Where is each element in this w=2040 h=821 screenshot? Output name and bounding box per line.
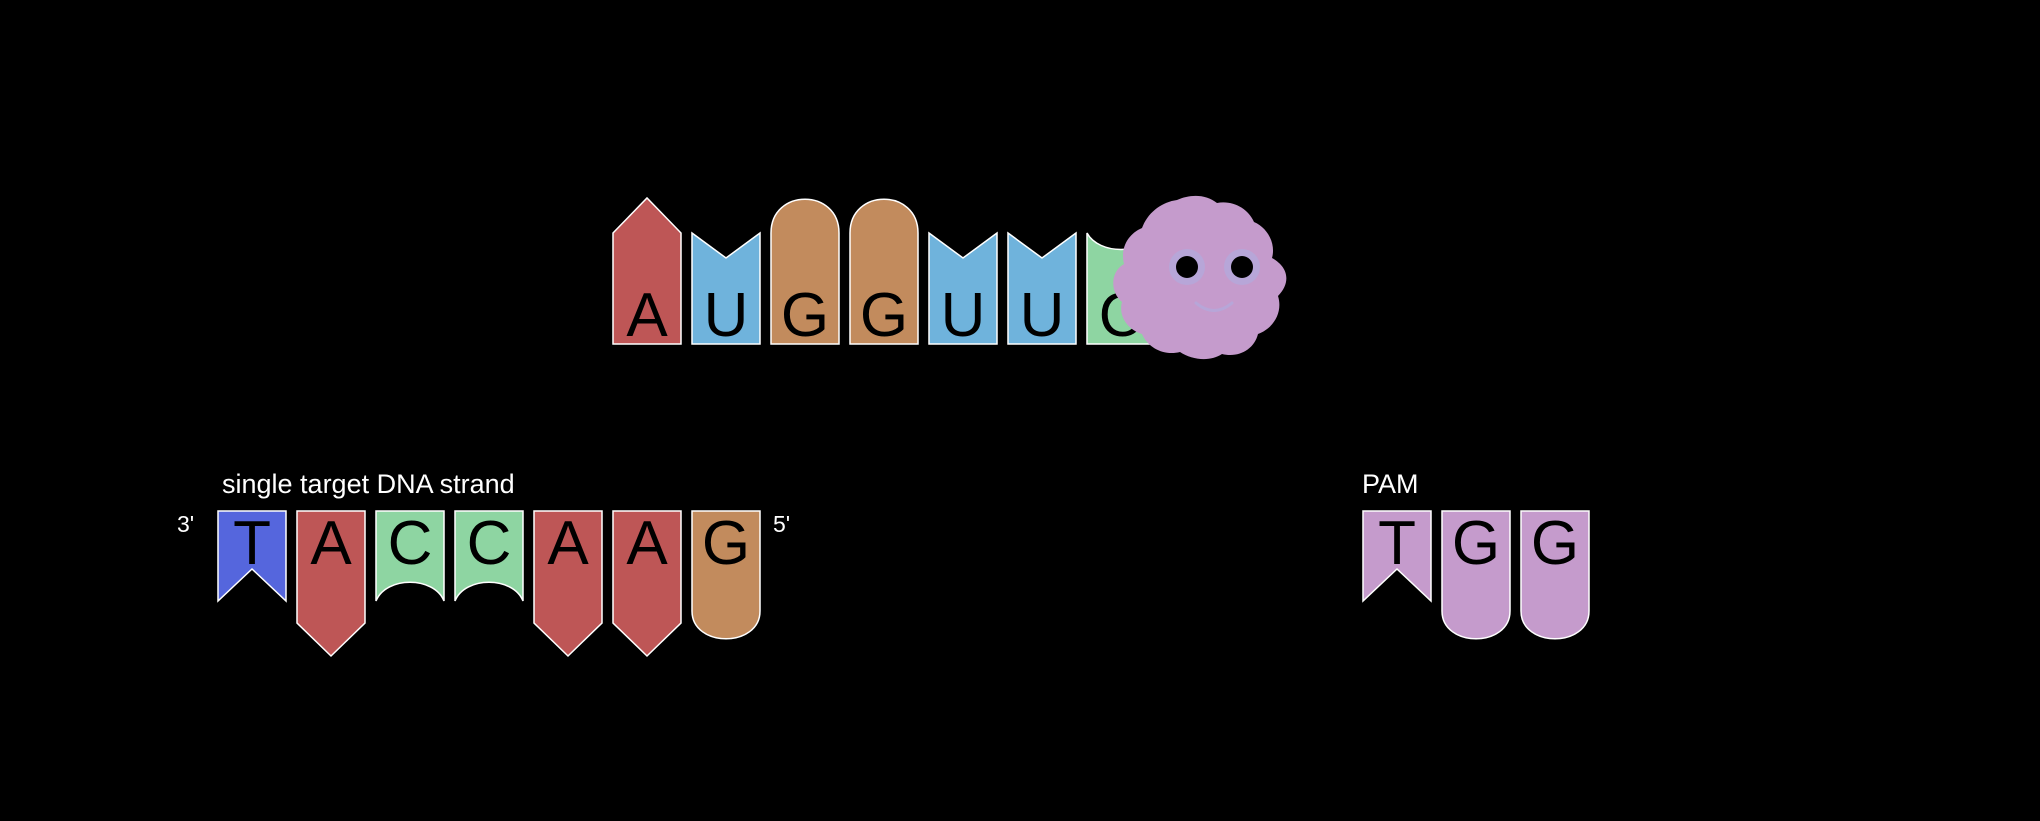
rna-tile-g	[770, 198, 840, 345]
pam-base-1: T	[1362, 509, 1432, 603]
dna-tile-c	[454, 510, 524, 602]
pam-base-2: G	[1441, 509, 1511, 640]
dna-letter: G	[702, 509, 750, 578]
pam-letter: T	[1378, 509, 1416, 578]
dna-base-7: G	[691, 509, 761, 640]
dna-tile-a	[533, 510, 603, 658]
dna-base-6: A	[612, 509, 682, 658]
dna-letter: A	[626, 509, 668, 578]
rna-letter: G	[781, 281, 829, 350]
pam-base-3: G	[1520, 509, 1590, 640]
cas9-left-eye-icon	[1176, 256, 1198, 278]
rna-base-4: G	[849, 198, 919, 350]
rna-base-5: U	[928, 231, 998, 350]
dna-tile-a	[612, 510, 682, 658]
dna-letter: A	[310, 509, 352, 578]
pam-label: PAM	[1362, 469, 1419, 499]
dna-letter: A	[547, 509, 589, 578]
rna-tile-u	[691, 231, 761, 345]
rna-letter: U	[704, 281, 749, 350]
pam-letter: G	[1452, 509, 1500, 578]
dna-tile-t	[217, 510, 287, 603]
rna-base-1: A	[612, 196, 682, 350]
rna-tile-u	[928, 231, 998, 345]
rna-base-2: U	[691, 231, 761, 350]
rna-letter: U	[1020, 281, 1065, 350]
rna-base-6: U	[1007, 231, 1077, 350]
dna-base-5: A	[533, 509, 603, 658]
dna-letter: C	[388, 509, 433, 578]
pam-tile-t	[1362, 510, 1432, 603]
dna-base-3: C	[375, 509, 445, 602]
rna-letter: G	[860, 281, 908, 350]
dna-letter: C	[467, 509, 512, 578]
rna-tile-a	[612, 196, 682, 345]
dna-tile-a	[296, 510, 366, 658]
target-dna-label: single target DNA strand	[222, 469, 515, 499]
dna-base-2: A	[296, 509, 366, 658]
dna-base-1: T	[217, 509, 287, 603]
dna-tile-c	[375, 510, 445, 602]
cas9-right-eye-icon	[1231, 256, 1253, 278]
rna-letter: U	[941, 281, 986, 350]
dna-base-4: C	[454, 509, 524, 602]
cas9-protein-icon	[1113, 195, 1287, 360]
rna-letter: A	[626, 281, 668, 350]
pam-tile-g	[1520, 510, 1590, 640]
pam-tile-g	[1441, 510, 1511, 640]
cas9-smile-icon	[1194, 301, 1234, 312]
three-prime-end-label: 3'	[177, 511, 194, 537]
dna-letter: T	[233, 509, 271, 578]
rna-base-3: G	[770, 198, 840, 350]
rna-tile-g	[849, 198, 919, 345]
dna-tile-g	[691, 510, 761, 640]
rna-tile-u	[1007, 231, 1077, 345]
five-prime-end-label: 5'	[773, 511, 790, 537]
pam-letter: G	[1531, 509, 1579, 578]
